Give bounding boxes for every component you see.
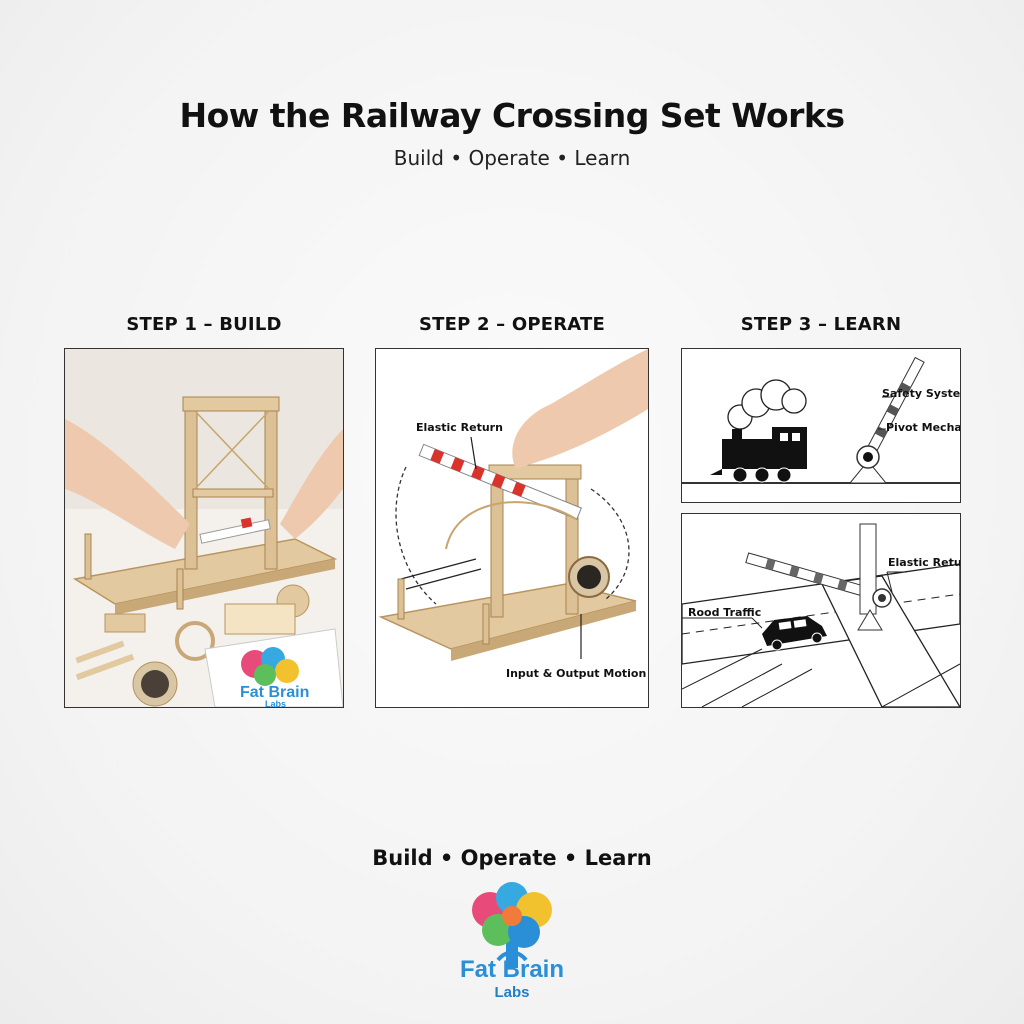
step-3-learn-train-panel: Safety System Pivot Mechanic — [681, 348, 961, 503]
step-3-label: STEP 3 – LEARN — [740, 314, 902, 335]
safety-system-callout: Safety System — [882, 387, 961, 400]
pivot-mechanic-callout: Pivot Mechanic — [886, 421, 960, 434]
step-1-label: STEP 1 – BUILD — [126, 314, 282, 335]
box-brand-text: Fat Brain — [240, 684, 309, 701]
box-brand-sub-text: Labs — [265, 699, 286, 707]
step-2-label: STEP 2 – OPERATE — [418, 314, 605, 335]
train-crossing-illustration — [682, 349, 960, 502]
car-icon — [762, 616, 827, 651]
page-subtitle: Build • Operate • Learn — [393, 146, 631, 170]
operate-illustration — [376, 349, 648, 707]
step-3-learn-road-panel: Elastic Return Rood Traffic — [681, 513, 961, 708]
brain-logo-icon — [472, 882, 552, 968]
step-2-operate-panel: Elastic Return Input & Output Motion — [375, 348, 649, 708]
road-traffic-callout: Rood Traffic — [688, 606, 762, 619]
input-output-motion-callout: Input & Output Motion — [506, 667, 647, 680]
road-crossing-illustration — [682, 514, 960, 707]
build-illustration: Fat Brain Labs — [65, 349, 343, 707]
step-1-build-panel: Fat Brain Labs — [64, 348, 344, 708]
footer-tagline: Build • Operate • Learn — [372, 846, 652, 870]
brand-name: Fat Brain — [459, 956, 564, 983]
elastic-return-road-callout: Elastic Return — [888, 556, 961, 569]
page-title: How the Railway Crossing Set Works — [179, 96, 845, 135]
train-icon — [710, 427, 807, 483]
brand-sub: Labs — [494, 984, 530, 1001]
elastic-return-callout: Elastic Return — [416, 421, 503, 434]
